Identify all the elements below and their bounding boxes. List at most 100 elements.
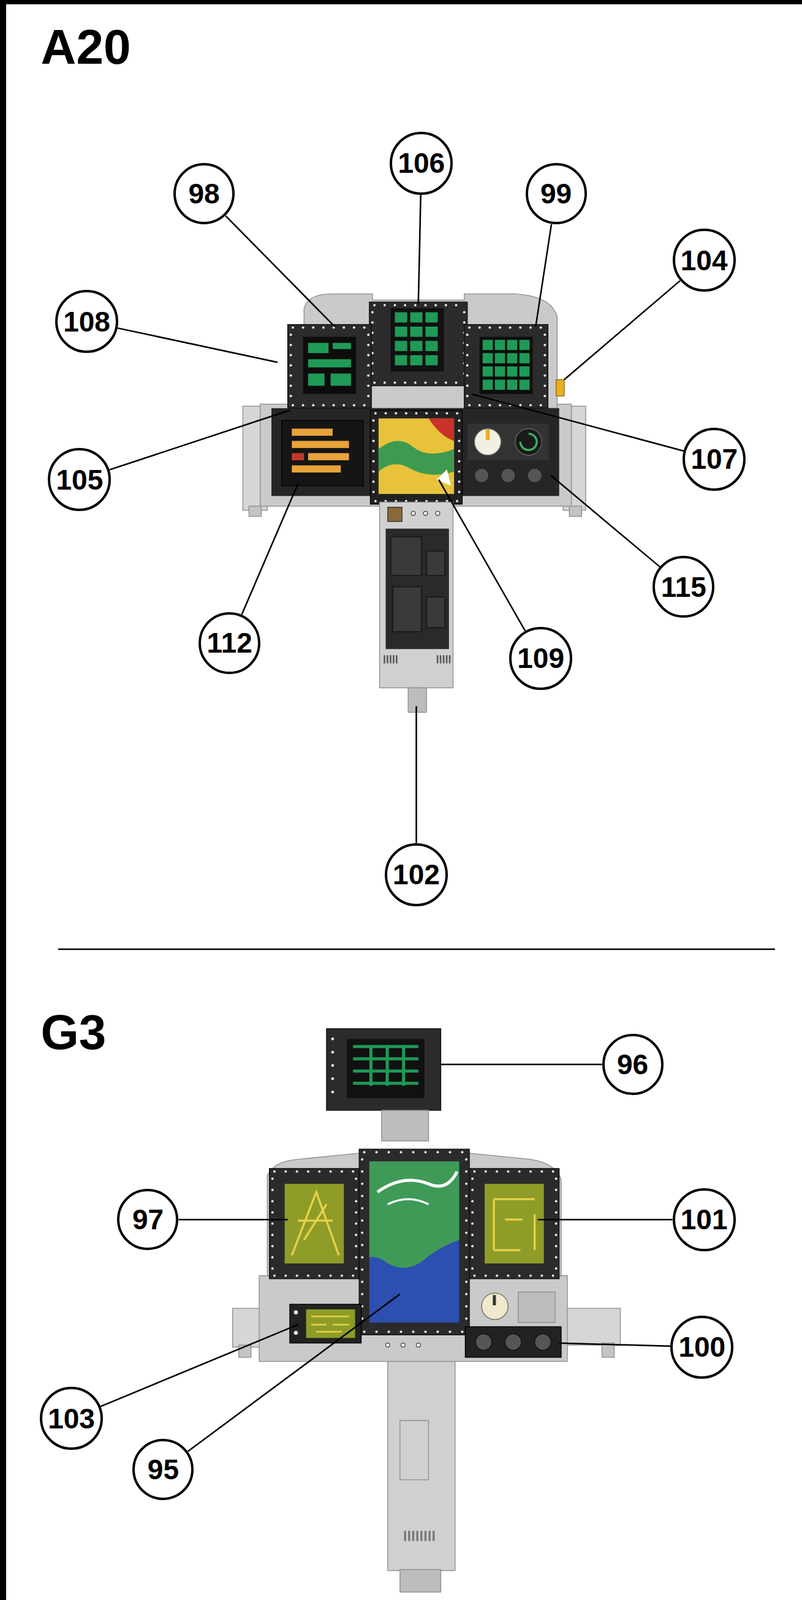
callout-circle: 112 — [198, 612, 261, 674]
gauge-dial — [515, 428, 542, 455]
display-key — [409, 355, 423, 366]
bezel-button — [529, 403, 532, 407]
bezel-button — [457, 419, 461, 422]
bezel-button — [354, 1267, 358, 1270]
bezel-button — [463, 321, 466, 324]
yellow-handle — [556, 379, 565, 397]
leader-line — [471, 393, 684, 451]
leader-line — [564, 280, 681, 380]
bezel-button — [471, 1177, 474, 1181]
bezel-button — [360, 1219, 364, 1222]
bezel-button — [354, 1222, 358, 1225]
bezel-button — [360, 1292, 364, 1296]
callout-circle: 96 — [602, 1033, 664, 1095]
bezel-button — [543, 384, 546, 388]
bezel-button — [340, 1274, 344, 1277]
bezel-button — [306, 1274, 310, 1277]
bezel-button — [414, 411, 418, 415]
console-light — [401, 1342, 406, 1348]
bezel-button — [311, 326, 315, 330]
callout-circle: 107 — [682, 427, 746, 491]
mfd-screen — [303, 336, 357, 394]
leader-line — [109, 409, 290, 470]
bezel-button — [302, 403, 305, 407]
callout-number: 98 — [188, 179, 220, 208]
callout-number: 95 — [147, 1455, 179, 1484]
bracket-foot — [248, 506, 262, 517]
bezel-button — [506, 1274, 510, 1277]
bezel-button — [332, 326, 336, 330]
bezel-button — [495, 1170, 499, 1173]
bezel-button — [354, 1255, 358, 1259]
callout-circle: 102 — [384, 843, 448, 907]
bezel-button — [478, 326, 481, 330]
callout-number: 97 — [132, 1205, 164, 1234]
bezel-button — [423, 303, 427, 307]
leader-line — [537, 1218, 673, 1221]
centre-console — [387, 1361, 456, 1571]
bezel-button — [271, 1267, 274, 1270]
map-region — [428, 418, 454, 442]
right-mfd — [469, 1168, 560, 1279]
bezel-button — [360, 1206, 364, 1210]
bezel-button — [434, 303, 437, 307]
callout-circle: 99 — [525, 162, 587, 225]
callout-number: 109 — [517, 643, 565, 673]
map-marker — [436, 469, 451, 486]
map-water — [369, 1161, 460, 1323]
bezel-button — [331, 1037, 335, 1041]
bezel-button — [460, 1150, 464, 1154]
bezel-button — [340, 1170, 344, 1173]
leader-line — [440, 1063, 602, 1066]
callout-circle: 98 — [173, 162, 235, 225]
caution-bar — [291, 440, 349, 448]
leader-line — [438, 479, 526, 632]
callout-number: 96 — [616, 1050, 649, 1079]
console-switch — [387, 507, 402, 522]
bezel-button — [289, 363, 293, 367]
bezel-button — [354, 1199, 358, 1203]
bezel-button — [539, 326, 543, 330]
bezel-button — [455, 499, 459, 503]
callout-circle: 104 — [672, 228, 736, 292]
bezel-button — [518, 403, 522, 407]
vent-slot — [428, 1530, 431, 1541]
vent-slot — [395, 654, 398, 663]
leader-line — [559, 1342, 671, 1347]
gauge-dial — [474, 428, 501, 455]
bezel-button — [555, 1188, 558, 1192]
console-outline — [400, 1420, 429, 1480]
bezel-button — [302, 326, 305, 330]
bezel-button — [387, 1150, 391, 1154]
callout-number: 112 — [207, 628, 253, 657]
bezel-button — [488, 403, 491, 407]
bezel-button — [498, 326, 502, 330]
bezel-button — [360, 1243, 364, 1247]
bezel-button — [352, 326, 356, 330]
map-ground — [378, 418, 454, 494]
knob-panel — [465, 1326, 562, 1358]
bezel-button — [478, 403, 481, 407]
bezel-button — [411, 1150, 415, 1154]
knob — [475, 1333, 492, 1351]
bezel-button — [351, 1170, 355, 1173]
bezel-button — [394, 411, 398, 415]
display-line — [369, 1044, 373, 1086]
bezel-button — [273, 1274, 276, 1277]
display-line — [385, 1044, 390, 1086]
bezel-button — [374, 499, 377, 503]
bezel-button — [555, 1177, 558, 1181]
bezel-button — [465, 1182, 468, 1185]
vent-slot — [432, 1530, 435, 1541]
bezel-button — [423, 1330, 427, 1333]
bezel-button — [411, 1330, 415, 1333]
callout-circle: 108 — [55, 289, 119, 353]
bezel-button — [471, 1222, 474, 1225]
mfd-screen — [479, 336, 534, 394]
bezel-button — [457, 439, 461, 442]
display-key — [395, 312, 408, 323]
bezel-button — [457, 480, 461, 483]
display-key — [425, 312, 438, 323]
bezel-button — [465, 1305, 468, 1308]
mfd-grid-cell — [482, 352, 494, 364]
